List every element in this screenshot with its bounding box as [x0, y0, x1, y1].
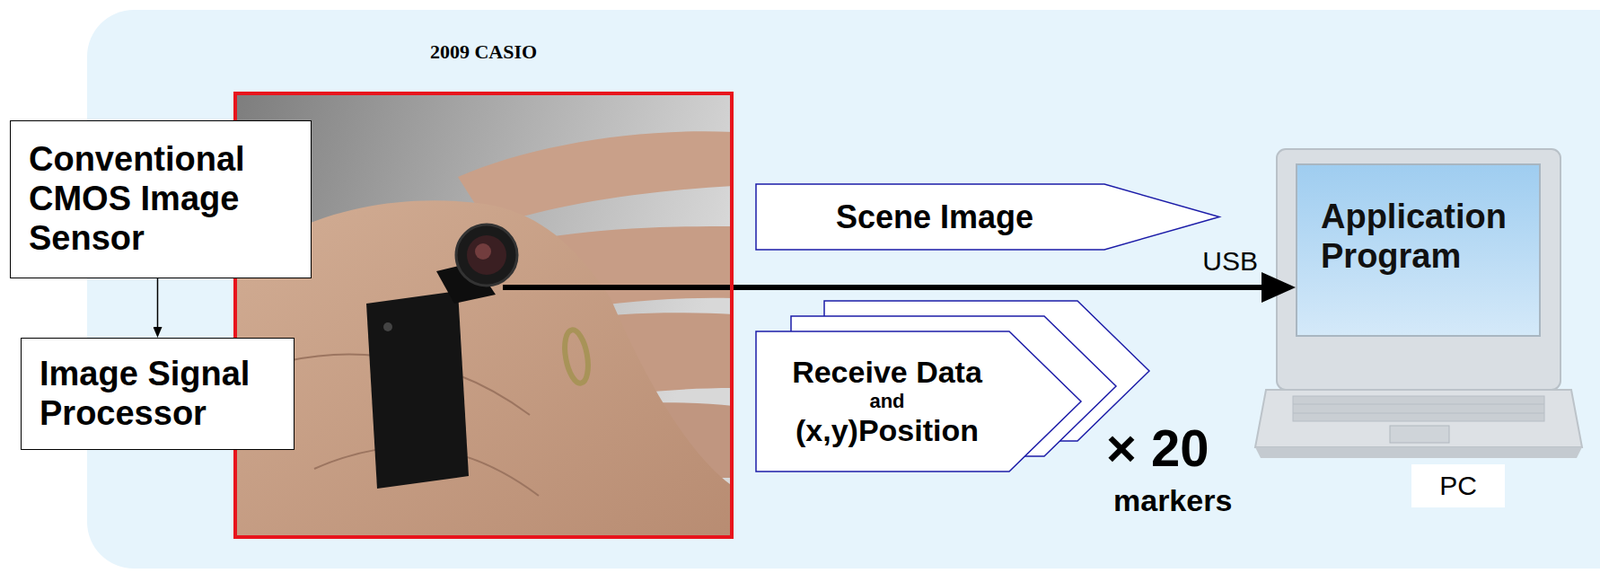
connector-arrow [157, 278, 159, 333]
connector-arrow [733, 284, 1276, 291]
laptop-keyboard [1292, 395, 1545, 422]
screen-panel: Application Program [1295, 163, 1541, 337]
processor-box: Image Signal Processor [20, 337, 295, 450]
connector-label: USB [1200, 247, 1260, 275]
box-label: Image Signal Processor [39, 354, 280, 433]
laptop-front-edge [1255, 447, 1583, 458]
usb-cable [502, 284, 734, 291]
background-panel [87, 9, 1600, 569]
arrow-label: Scene Image [764, 198, 1105, 236]
camera-body [366, 290, 469, 489]
arrow-label-small: and [764, 389, 1010, 413]
arrow-card [756, 331, 1082, 472]
data-arrow: Scene Image [756, 184, 1220, 250]
laptop-key-row [1292, 413, 1545, 414]
camera-led [383, 322, 393, 332]
laptop-base [1255, 389, 1583, 448]
arrow-shape [756, 331, 1082, 472]
camera-lens [456, 224, 518, 286]
sensor-box: Conventional CMOS Image Sensor [9, 120, 312, 279]
box-label: Conventional CMOS Image Sensor [28, 140, 297, 258]
camera-lens-glint [474, 243, 492, 260]
arrow-card [756, 184, 1220, 250]
laptop-lid [1276, 149, 1561, 390]
arrow-label: (x,y)Position [764, 413, 1010, 449]
camera-lens-glass [466, 235, 507, 275]
marker-caption: markers [1113, 484, 1232, 516]
pc-label-box: PC [1411, 464, 1505, 508]
pc-label: PC [1418, 470, 1498, 502]
finger-ring [561, 327, 592, 385]
laptop-drawing [1255, 149, 1583, 458]
data-arrow-stack: Receive Dataand(x,y)Position [756, 331, 1082, 472]
laptop-touchpad [1389, 425, 1450, 443]
photo-heading: 2009 CASIO [237, 41, 730, 63]
marker-count: × 20 [1106, 421, 1210, 475]
screen-label: Application Program [1320, 197, 1530, 276]
laptop-key-row [1292, 404, 1545, 405]
arrow-label: Receive Data [764, 354, 1010, 390]
